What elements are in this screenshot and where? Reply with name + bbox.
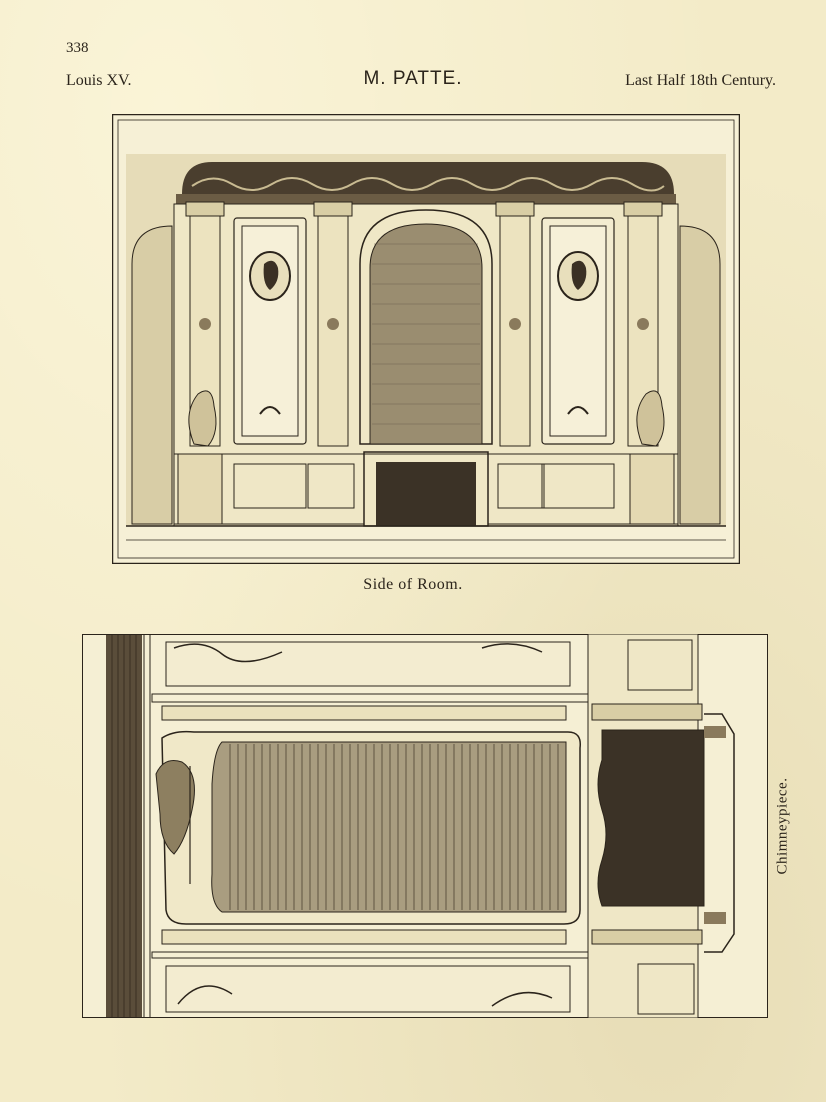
running-header-style: Louis XV. [66,72,132,89]
chimneypiece-engraving [82,634,768,1018]
running-header-designer: M. PATTE. [363,68,463,89]
plate-caption-side-of-room: Side of Room. [363,576,463,593]
plate-caption-chimneypiece: Chimneypiece. [774,777,791,875]
side-of-room-engraving [112,114,740,564]
page-number: 338 [66,40,89,56]
running-header-period: Last Half 18th Century. [625,72,776,89]
